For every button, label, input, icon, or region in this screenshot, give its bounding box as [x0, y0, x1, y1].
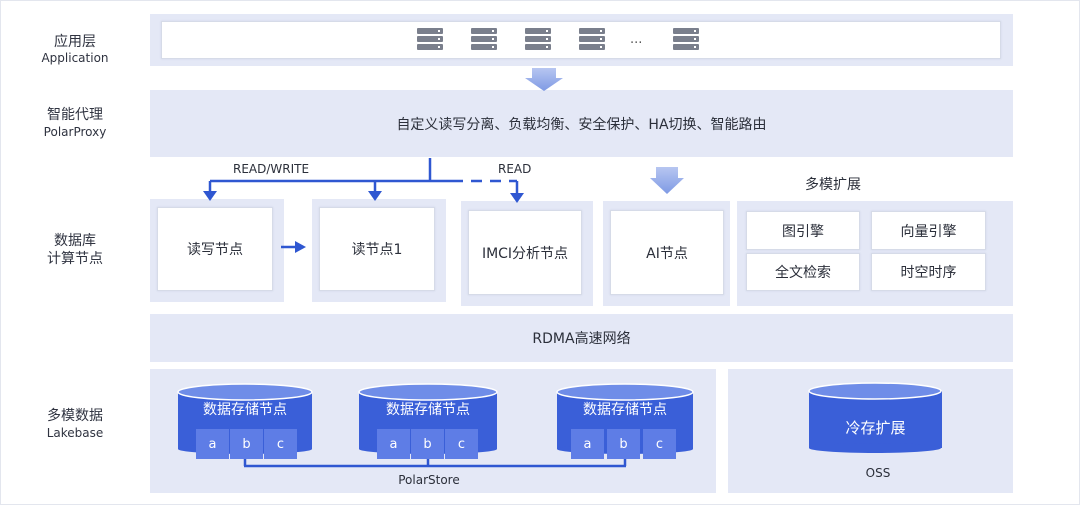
proxy-features-text: 自定义读写分离、负载均衡、安全保护、HA切换、智能路由: [396, 116, 767, 133]
down-arrow-icon: [650, 167, 684, 194]
fulltext-search-label: 全文检索: [775, 265, 831, 281]
storage-cell-c: c: [643, 429, 676, 459]
polarstore-label: PolarStore: [398, 473, 460, 487]
r1-node-label: 读节点1: [351, 242, 403, 258]
imci-node-label: IMCI分析节点: [481, 245, 569, 262]
storage-cell-b: b: [230, 429, 263, 459]
multi-model-title: 多模扩展: [805, 177, 861, 193]
layer-application-label: 应用层: [54, 34, 96, 50]
storage-node-2: 数据存储节点 a b c: [359, 383, 497, 459]
server-icon: [579, 28, 605, 54]
storage-node-title: 数据存储节点: [386, 402, 470, 418]
multi-model-item: 全文检索: [746, 253, 860, 291]
storage-node-title: 数据存储节点: [203, 402, 287, 418]
storage-cell-b: b: [411, 429, 444, 459]
storage-cell-a: a: [571, 429, 604, 459]
storage-cell-a: a: [196, 429, 229, 459]
multi-model-item: 图引擎: [746, 211, 860, 250]
rw-node-label: 读写节点: [187, 242, 243, 258]
storage-cell-c: c: [445, 429, 478, 459]
r1-node-card: 读节点1: [319, 207, 435, 291]
server-icon: [417, 28, 443, 54]
ai-node-card: AI节点: [610, 210, 724, 295]
edge-label-read-write: READ/WRITE: [233, 162, 310, 176]
arrow-head-icon: [510, 193, 524, 203]
rdma-network-label: RDMA高速网络: [532, 331, 631, 347]
oss-label: OSS: [865, 466, 891, 480]
layer-proxy-sublabel: PolarProxy: [43, 125, 107, 139]
layer-compute-label-2: 计算节点: [47, 251, 103, 267]
layer-storage-label: 多模数据: [47, 408, 103, 424]
proxy-band: 自定义读写分离、负载均衡、安全保护、HA切换、智能路由: [150, 90, 1013, 157]
rdma-network-band: RDMA高速网络: [150, 314, 1013, 362]
arrow-head-icon: [203, 191, 217, 201]
server-icon: [673, 28, 699, 54]
storage-node-title: 数据存储节点: [583, 402, 667, 418]
layer-compute-label: 数据库: [54, 233, 96, 249]
spatiotemporal-label: 时空时序: [900, 265, 957, 281]
storage-node-1: 数据存储节点 a b c: [178, 383, 312, 459]
storage-cell-a: a: [377, 429, 410, 459]
server-icon: [471, 28, 497, 54]
layer-proxy-label: 智能代理: [47, 107, 103, 123]
vector-engine-label: 向量引擎: [900, 223, 957, 240]
cold-storage: 冷存扩展: [809, 383, 942, 453]
layer-application-sublabel: Application: [41, 51, 109, 65]
imci-node-card: IMCI分析节点: [468, 210, 582, 295]
cold-storage-title: 冷存扩展: [845, 419, 906, 437]
layer-storage-sublabel: Lakebase: [46, 426, 104, 440]
storage-cell-b: b: [607, 429, 640, 459]
multi-model-item: 时空时序: [871, 253, 986, 291]
arrow-head-icon: [295, 241, 306, 253]
storage-node-3: 数据存储节点 a b c: [557, 383, 693, 459]
graph-engine-label: 图引擎: [782, 223, 824, 240]
ellipsis: ...: [630, 32, 643, 47]
multi-model-item: 向量引擎: [871, 211, 986, 250]
rw-node-card: 读写节点: [157, 207, 273, 291]
cold-storage-cylinder: [808, 382, 942, 453]
storage-cell-c: c: [264, 429, 297, 459]
down-arrow-icon: [525, 68, 563, 91]
edge-label-read: READ: [498, 162, 532, 176]
server-icon: [525, 28, 551, 54]
ai-node-label: AI节点: [646, 245, 688, 262]
arrow-head-icon: [368, 191, 382, 201]
